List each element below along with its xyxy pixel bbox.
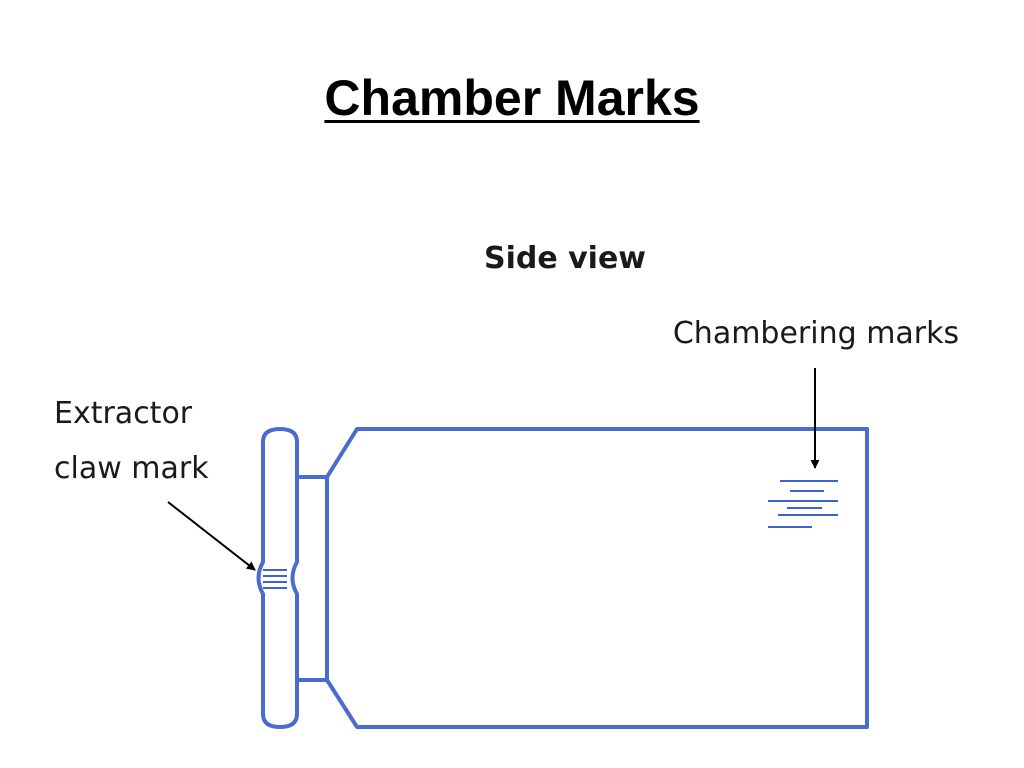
slide-title: Chamber Marks: [0, 66, 1024, 130]
extractor-claw-mark: [263, 569, 287, 589]
extractor-claw-arrow: [167, 501, 256, 571]
rim-outline: [256, 427, 299, 729]
extractor-label-line2: claw mark: [54, 451, 209, 486]
case-body-outline: [325, 427, 869, 729]
slide-title-text: Chamber Marks: [324, 70, 700, 126]
extraction-groove-outline: [295, 475, 329, 682]
chambering-marks: [768, 480, 838, 528]
extractor-label-line1: Extractor: [54, 396, 193, 431]
chambering-marks-label: Chambering marks: [673, 316, 959, 351]
side-view-label: Side view: [484, 241, 646, 276]
